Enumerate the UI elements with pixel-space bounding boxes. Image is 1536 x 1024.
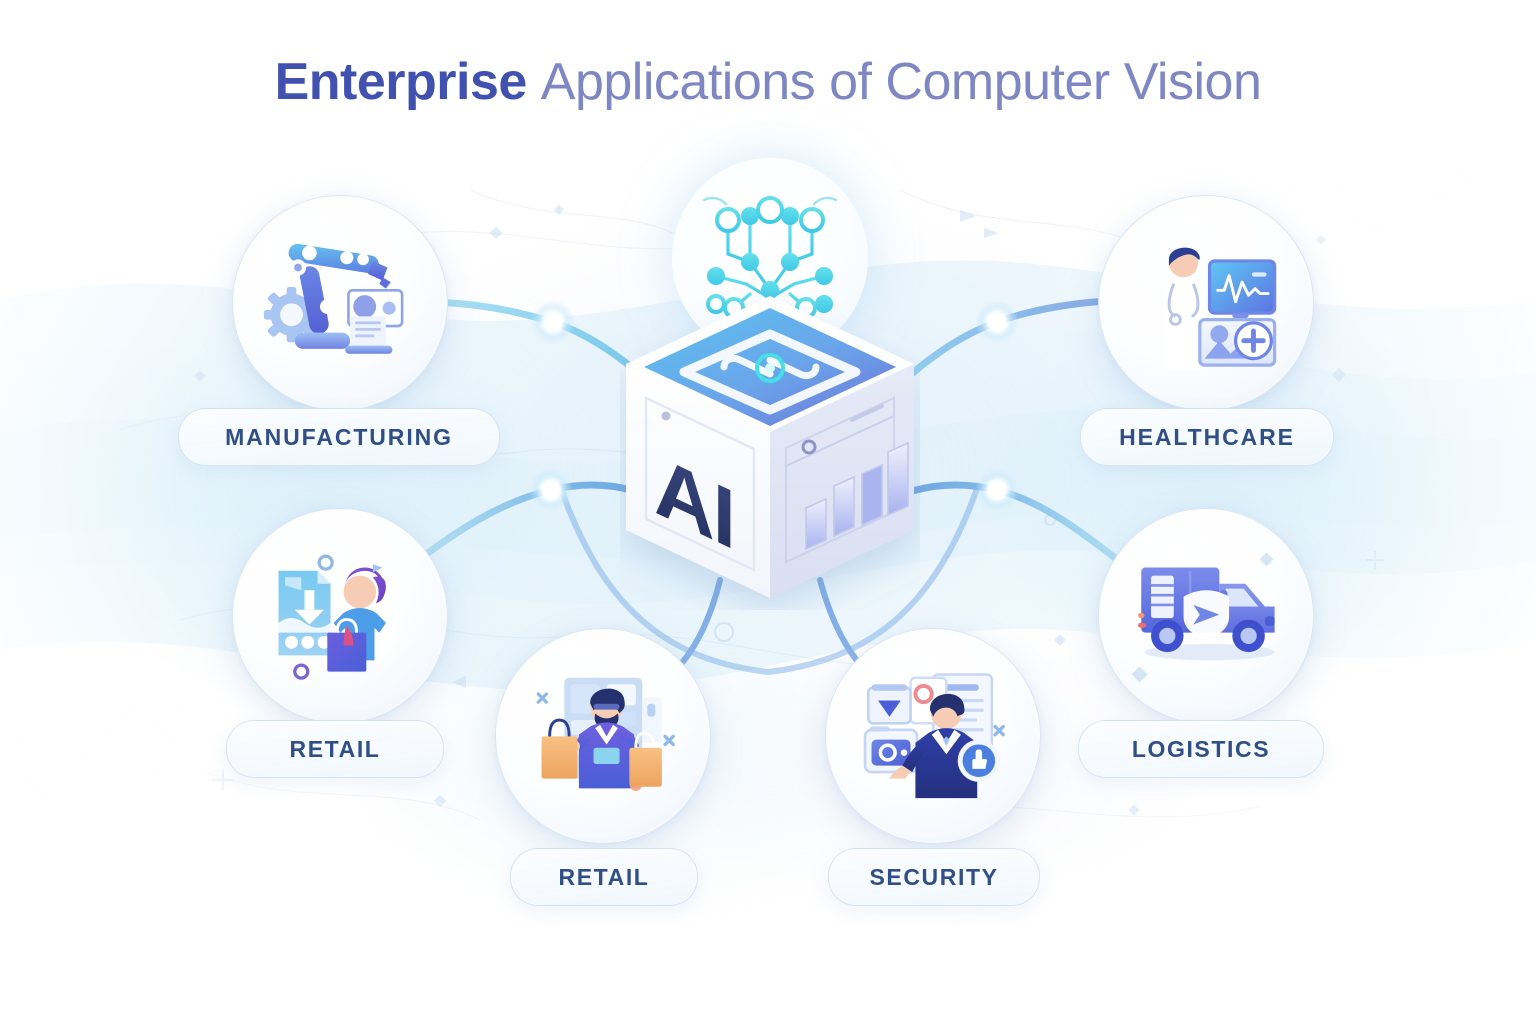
label-manufacturing-text: MANUFACTURING <box>225 423 453 450</box>
neural-network-emblem <box>672 158 868 358</box>
label-healthcare-text: HEALTHCARE <box>1119 423 1295 450</box>
logistics-truck-icon <box>1131 552 1275 683</box>
retail-shopper-icon <box>278 554 396 680</box>
security-icon <box>863 672 1005 798</box>
label-manufacturing: MANUFACTURING <box>178 408 500 466</box>
label-retail-left: RETAIL <box>226 720 444 778</box>
node-logistics[interactable] <box>1098 508 1314 724</box>
ai-cube: AI <box>620 290 920 610</box>
label-security-text: SECURITY <box>869 863 999 890</box>
retail-customer-icon <box>536 677 675 791</box>
label-retail-center: RETAIL <box>510 848 698 906</box>
node-healthcare[interactable] <box>1098 195 1314 411</box>
label-logistics: LOGISTICS <box>1078 720 1324 778</box>
label-healthcare: HEALTHCARE <box>1080 408 1334 466</box>
node-manufacturing[interactable] <box>232 195 448 411</box>
node-retail-center[interactable] <box>495 628 711 844</box>
node-retail-left[interactable] <box>232 508 448 724</box>
label-logistics-text: LOGISTICS <box>1131 735 1271 762</box>
label-retail-left-text: RETAIL <box>289 735 381 762</box>
title-rest: Applications of Computer Vision <box>540 53 1262 111</box>
label-security: SECURITY <box>828 848 1040 906</box>
manufacturing-icon <box>263 243 404 354</box>
page-title: Enterprise Applications of Computer Visi… <box>0 52 1536 112</box>
healthcare-icon <box>1160 247 1276 369</box>
title-emphasis: Enterprise <box>274 53 528 111</box>
label-retail-center-text: RETAIL <box>558 863 650 890</box>
node-security[interactable] <box>825 628 1041 844</box>
